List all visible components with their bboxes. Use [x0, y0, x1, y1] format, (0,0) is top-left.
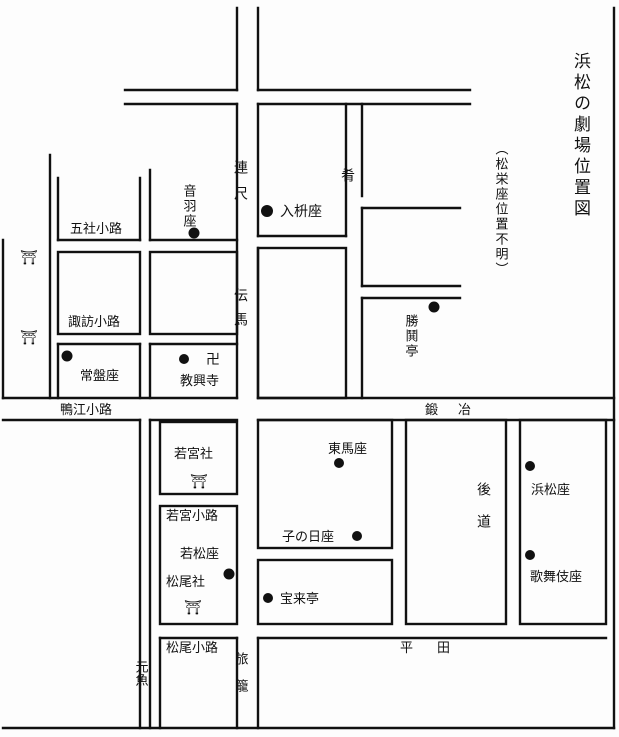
theater-label-kabukiza: 歌舞伎座 — [530, 570, 582, 585]
street-label-motouo: 元魚 — [133, 660, 149, 686]
manji-icon: 卍 — [206, 352, 220, 368]
street-label-sakana: 肴 — [339, 168, 355, 182]
shrine-label-matsuosha: 松尾社 — [166, 574, 205, 590]
theater-label-katsukaitei: 勝鬨亭 — [403, 314, 419, 359]
marker-tokiwaza — [61, 350, 73, 362]
theater-markers — [61, 205, 535, 603]
torii-icon: ⛩ — [20, 250, 38, 266]
map-title: 浜松の劇場位置図 — [570, 52, 591, 220]
street-label-wakamiyakoji: 若宮小路 — [166, 508, 218, 524]
marker-irimasuza — [261, 205, 273, 217]
street-lines — [1, 6, 616, 730]
marker-otowaza — [188, 227, 200, 239]
torii-icon: ⛩ — [184, 600, 202, 616]
theater-label-otowaza: 音羽座 — [181, 183, 197, 229]
street-label-kamoekoji: 鴨江小路 — [60, 402, 112, 418]
marker-katsukaitei — [428, 301, 440, 313]
marker-wakamatsuza — [223, 568, 235, 580]
map-note: （松栄座位置不明） — [493, 142, 509, 277]
marker-kabukiza — [525, 550, 535, 560]
theater-label-hamamatsuza: 浜松座 — [531, 483, 570, 498]
marker-kyokoji — [179, 354, 189, 364]
theater-label-irimasuza: 入枡座 — [280, 204, 322, 220]
street-label-hirata: 平田 — [400, 641, 474, 656]
street-label-kaji: 鍛冶 — [425, 403, 491, 418]
street-label-rensyaku: 連尺 — [232, 160, 248, 212]
theater-label-azumaza: 東馬座 — [328, 441, 367, 457]
torii-icon: ⛩ — [190, 474, 208, 490]
street-label-ryokago: 旅籠 — [233, 652, 249, 706]
marker-horaitei — [263, 593, 273, 603]
temple-label-kyokoji: 教興寺 — [180, 373, 219, 389]
theater-label-horaitei: 宝来亭 — [280, 591, 319, 607]
street-label-denma: 伝馬 — [232, 288, 248, 336]
marker-hamamatsuza — [525, 461, 535, 471]
street-label-ushiromichi: 後道 — [475, 482, 491, 546]
shrine-label-wakamiyasha: 若宮社 — [174, 446, 213, 462]
street-label-matsuokoji: 松尾小路 — [166, 640, 218, 656]
theater-label-nenohiza: 子の日座 — [282, 530, 334, 545]
torii-icon: ⛩ — [20, 330, 38, 346]
street-label-suwakoji: 諏訪小路 — [68, 314, 120, 330]
theater-label-wakamatsuza: 若松座 — [180, 546, 219, 562]
theater-label-tokiwaza: 常盤座 — [80, 369, 119, 384]
marker-azumaza — [334, 458, 344, 468]
street-label-goshakoji: 五社小路 — [70, 221, 122, 237]
marker-nenohiza — [352, 531, 362, 541]
